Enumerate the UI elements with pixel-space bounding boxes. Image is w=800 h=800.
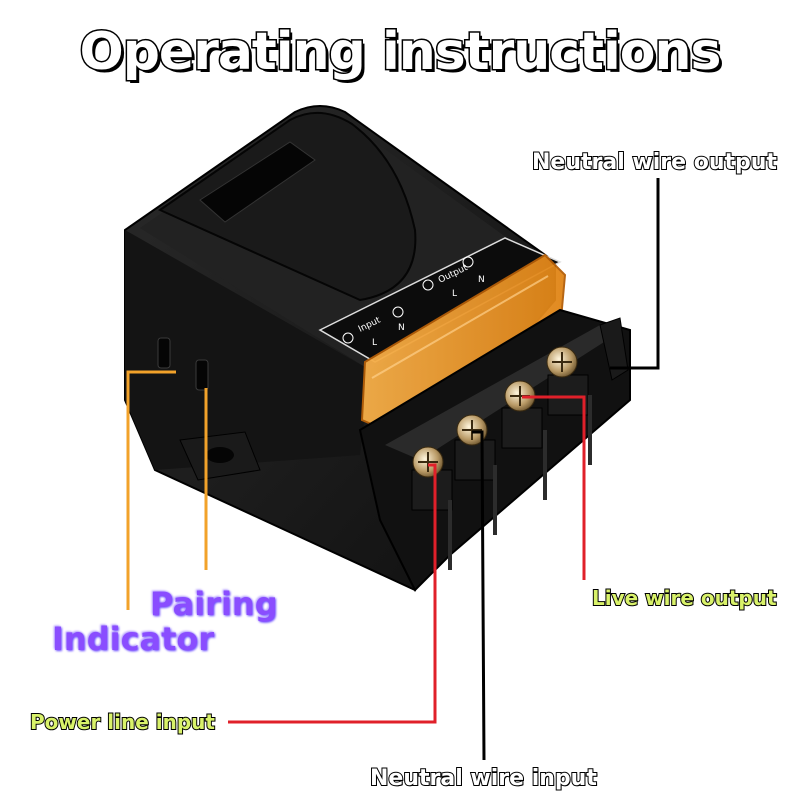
terminal-screw-output-L [501,380,543,449]
terminal-label-plate: Input Output L N L N [318,237,562,363]
input-N-label: N [398,323,405,333]
pairing-slot-1 [157,337,171,369]
pairing-label: Pairing [149,584,279,624]
live-wire-output-label: Live wire output [591,585,778,611]
output-L-label: L [452,289,457,299]
ground-icon [392,306,404,318]
neutral-wire-input-label: Neutral wire input [369,765,598,792]
pairing-line-1 [126,370,176,610]
ground-icon [422,279,434,291]
neutral-wire-output-label: Neutral wire output [531,149,778,176]
ground-icon [462,256,474,268]
callout-lines [126,178,660,761]
page-title: Operating instructions [78,21,723,84]
input-L-label: L [372,338,377,348]
neutral-output-line [610,178,660,370]
neutral-input-line [472,430,486,761]
terminal-screw-input-N [454,414,496,481]
output-N-label: N [478,275,485,285]
terminal-screw-output-N [546,346,589,416]
power-input-line [228,463,437,724]
pairing-slot-2 [195,359,209,391]
live-output-line [522,395,586,580]
power-line-input-label: Power line input [29,709,216,735]
indicator-label: Indicator [51,619,215,659]
ground-icon [342,332,354,344]
